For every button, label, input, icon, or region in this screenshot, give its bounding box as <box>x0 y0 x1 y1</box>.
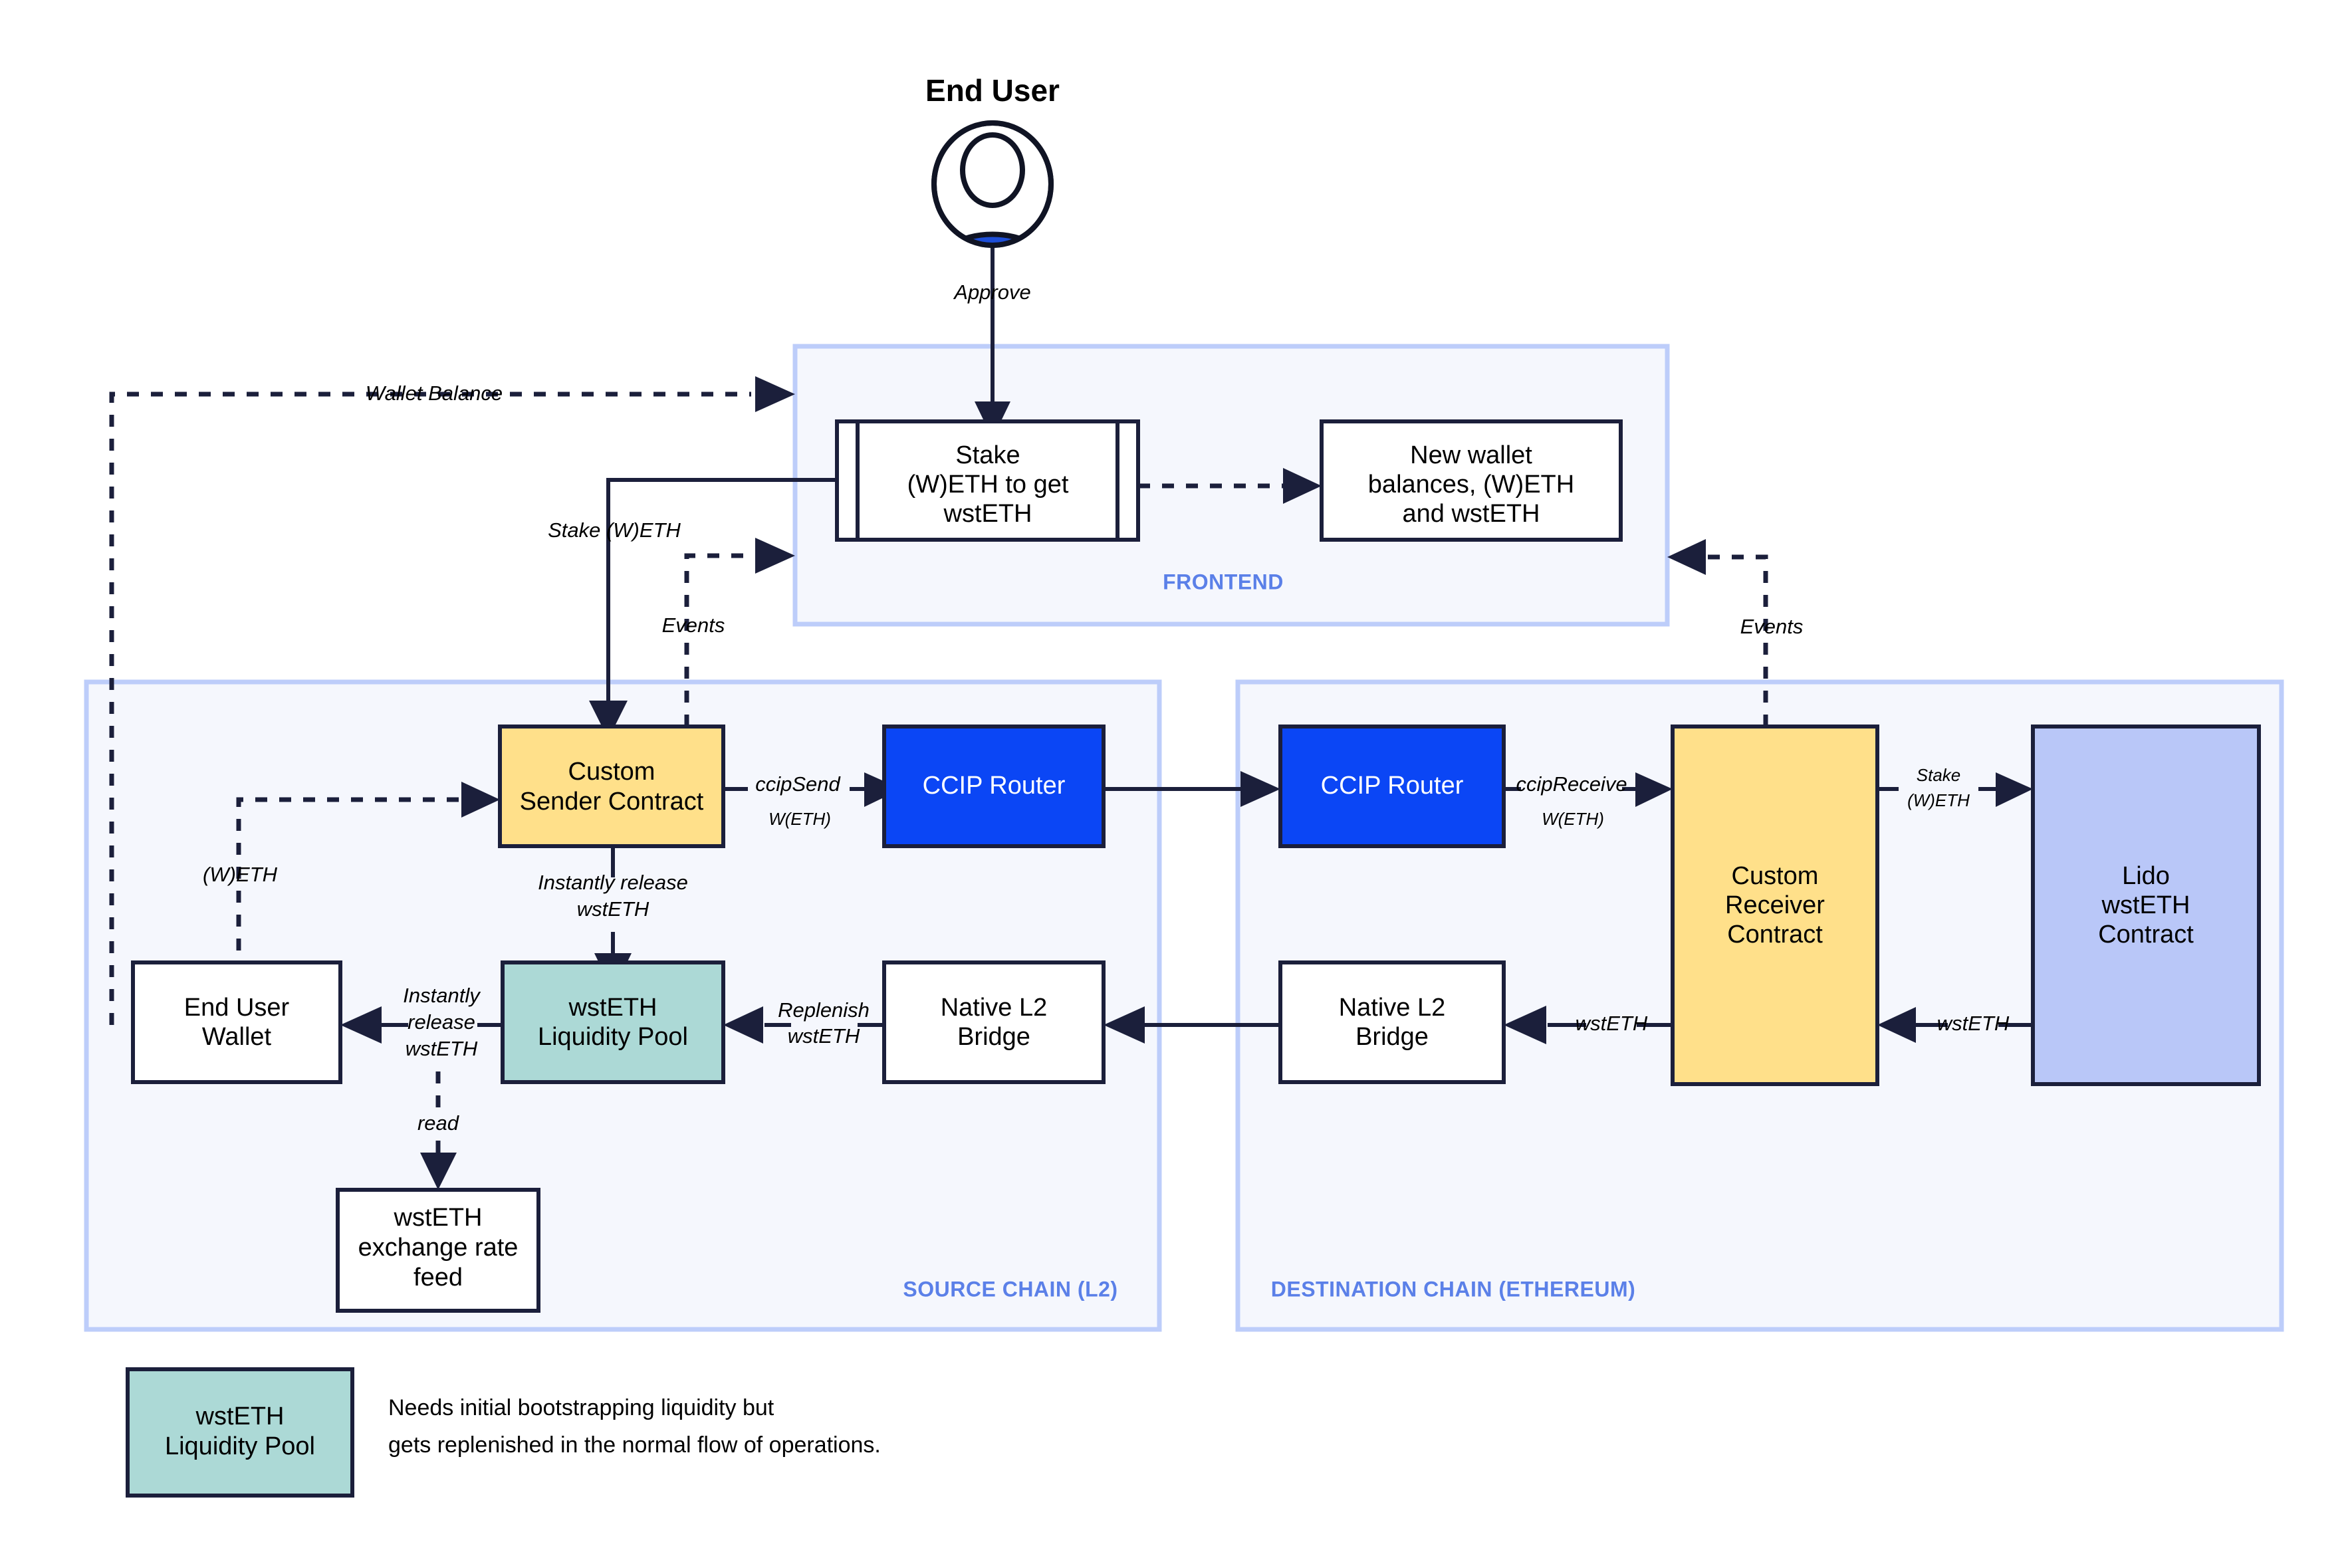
container-label-destination-chain: DESTINATION CHAIN (ETHEREUM) <box>1271 1277 1636 1301</box>
node-custom-sender-line2: Sender Contract <box>520 788 704 816</box>
node-ccip-router-source-label: CCIP Router <box>923 772 1066 800</box>
node-custom-sender-line1: Custom <box>568 758 655 786</box>
legend-swatch-line2: Liquidity Pool <box>165 1432 315 1460</box>
node-liquidity-pool-line1: wstETH <box>568 994 657 1022</box>
edge-label-ccip-send-sub: W(ETH) <box>768 809 831 829</box>
node-native-bridge-dest-line2: Bridge <box>1355 1023 1429 1051</box>
edge-label-ccip-receive: ccipReceive <box>1516 772 1627 796</box>
node-rate-feed-line2: exchange rate <box>358 1234 519 1262</box>
node-new-balances-line1: New wallet <box>1410 441 1532 469</box>
edge-stake-to-balances <box>1138 468 1322 504</box>
edge-label-ccip-receive-sub: W(ETH) <box>1542 809 1604 829</box>
node-liquidity-pool-line2: Liquidity Pool <box>538 1023 688 1051</box>
edge-stake-weth-dest: Stake (W)ETH <box>1877 765 2033 810</box>
edge-events-dest: Events <box>1667 539 1803 727</box>
node-rate-feed-line1: wstETH <box>394 1204 483 1232</box>
node-custom-receiver-line1: Custom <box>1732 862 1819 890</box>
edge-label-ccip-send: ccipSend <box>755 772 841 796</box>
edge-label-instantly-release-pool-1: Instantly release <box>538 871 688 894</box>
legend-note-line2: gets replenished in the normal flow of o… <box>388 1432 881 1458</box>
node-custom-sender-contract[interactable]: Custom Sender Contract <box>498 725 725 848</box>
edge-replenish: Replenish wstETH <box>723 998 884 1048</box>
edge-label-wsteth-receiver-bridge: wstETH <box>1576 1012 1648 1035</box>
edge-label-instantly-release-wallet-2: release <box>408 1010 475 1034</box>
edge-label-instantly-release-wallet-3: wstETH <box>406 1037 478 1060</box>
edge-label-wsteth-lido: wstETH <box>1937 1012 2010 1035</box>
edge-ccip-router-to-router <box>1104 771 1280 807</box>
legend-swatch-liquidity-pool: wstETH Liquidity Pool <box>126 1367 354 1498</box>
node-wsteth-liquidity-pool[interactable]: wstETH Liquidity Pool <box>501 960 725 1084</box>
edge-bridge-to-bridge <box>1104 1006 1280 1044</box>
actor-end-user: End User <box>925 73 1060 248</box>
edge-instantly-release-pool: Instantly release wstETH <box>538 846 688 992</box>
node-lido-wsteth-contract[interactable]: Lido wstETH Contract <box>2031 725 2261 1086</box>
container-label-frontend: FRONTEND <box>1163 570 1284 594</box>
edge-wallet-balance: Wallet Balance <box>109 376 795 1025</box>
node-stake-frontend-line3: wstETH <box>943 500 1032 528</box>
node-rate-feed-line3: feed <box>413 1264 463 1291</box>
edge-label-instantly-release-pool-2: wstETH <box>577 897 649 921</box>
node-native-bridge-source-line2: Bridge <box>957 1023 1030 1051</box>
node-native-bridge-source-line1: Native L2 <box>941 994 1048 1022</box>
edge-label-approve: Approve <box>953 280 1030 304</box>
edge-ccip-receive: ccipReceive W(ETH) <box>1504 772 1673 829</box>
node-stake-frontend-line1: Stake <box>955 441 1020 469</box>
node-lido-line3: Contract <box>2098 921 2194 949</box>
edge-stake-weth: Stake (W)ETH <box>548 478 837 739</box>
node-new-balances-line3: and wstETH <box>1403 500 1540 528</box>
node-end-user-wallet-line2: Wallet <box>202 1023 272 1051</box>
node-ccip-router-dest[interactable]: CCIP Router <box>1278 725 1506 848</box>
edge-wsteth-receiver-to-bridge: wstETH <box>1504 1006 1673 1044</box>
edge-weth: (W)ETH <box>203 782 500 1022</box>
edge-label-stake-weth: Stake (W)ETH <box>548 518 681 542</box>
container-label-source-chain: SOURCE CHAIN (L2) <box>903 1277 1117 1301</box>
node-custom-receiver-contract[interactable]: Custom Receiver Contract <box>1671 725 1879 1086</box>
node-ccip-router-dest-label: CCIP Router <box>1321 772 1464 800</box>
edge-events-source: Events <box>662 538 795 727</box>
edge-label-read: read <box>417 1111 460 1135</box>
edge-label-replenish-2: wstETH <box>788 1024 860 1048</box>
node-ccip-router-source[interactable]: CCIP Router <box>882 725 1106 848</box>
node-end-user-wallet[interactable]: End User Wallet <box>131 960 342 1084</box>
actor-title: End User <box>925 73 1060 108</box>
edge-label-events-source: Events <box>662 614 725 637</box>
node-native-bridge-dest-line1: Native L2 <box>1339 994 1446 1022</box>
edge-label-stake-weth-dest-1: Stake <box>1917 765 1961 785</box>
node-stake-frontend[interactable]: Stake (W)ETH to get wstETH <box>835 419 1140 542</box>
edge-label-weth: (W)ETH <box>203 863 278 886</box>
legend-note-line1: Needs initial bootstrapping liquidity bu… <box>388 1395 774 1420</box>
user-avatar-icon <box>931 120 1054 248</box>
legend-swatch-line1: wstETH <box>195 1402 285 1430</box>
node-wsteth-exchange-rate-feed[interactable]: wstETH exchange rate feed <box>336 1188 540 1313</box>
node-new-balances-line2: balances, (W)ETH <box>1368 471 1574 499</box>
node-stake-frontend-line2: (W)ETH to get <box>907 471 1069 499</box>
node-custom-receiver-line3: Contract <box>1727 921 1823 949</box>
edge-label-wallet-balance: Wallet Balance <box>366 382 503 405</box>
edge-label-stake-weth-dest-2: (W)ETH <box>1907 790 1970 810</box>
node-end-user-wallet-line1: End User <box>184 994 290 1022</box>
node-new-balances[interactable]: New wallet balances, (W)ETH and wstETH <box>1320 419 1623 542</box>
node-lido-line2: wstETH <box>2101 891 2190 919</box>
edge-read: read <box>417 1071 460 1190</box>
edge-label-replenish-1: Replenish <box>778 998 870 1022</box>
edge-ccip-send: ccipSend W(ETH) <box>723 772 901 829</box>
node-native-bridge-source[interactable]: Native L2 Bridge <box>882 960 1106 1084</box>
edge-label-instantly-release-wallet-1: Instantly <box>403 984 481 1007</box>
node-lido-line1: Lido <box>2122 862 2170 890</box>
edge-instantly-release-wallet: Instantly release wstETH <box>340 984 503 1060</box>
node-custom-receiver-line2: Receiver <box>1725 891 1825 919</box>
edge-label-events-dest: Events <box>1740 615 1804 638</box>
legend: wstETH Liquidity Pool Needs initial boot… <box>126 1367 881 1498</box>
edge-wsteth-lido-to-receiver: wstETH <box>1877 1007 2033 1043</box>
node-native-bridge-dest[interactable]: Native L2 Bridge <box>1278 960 1506 1084</box>
